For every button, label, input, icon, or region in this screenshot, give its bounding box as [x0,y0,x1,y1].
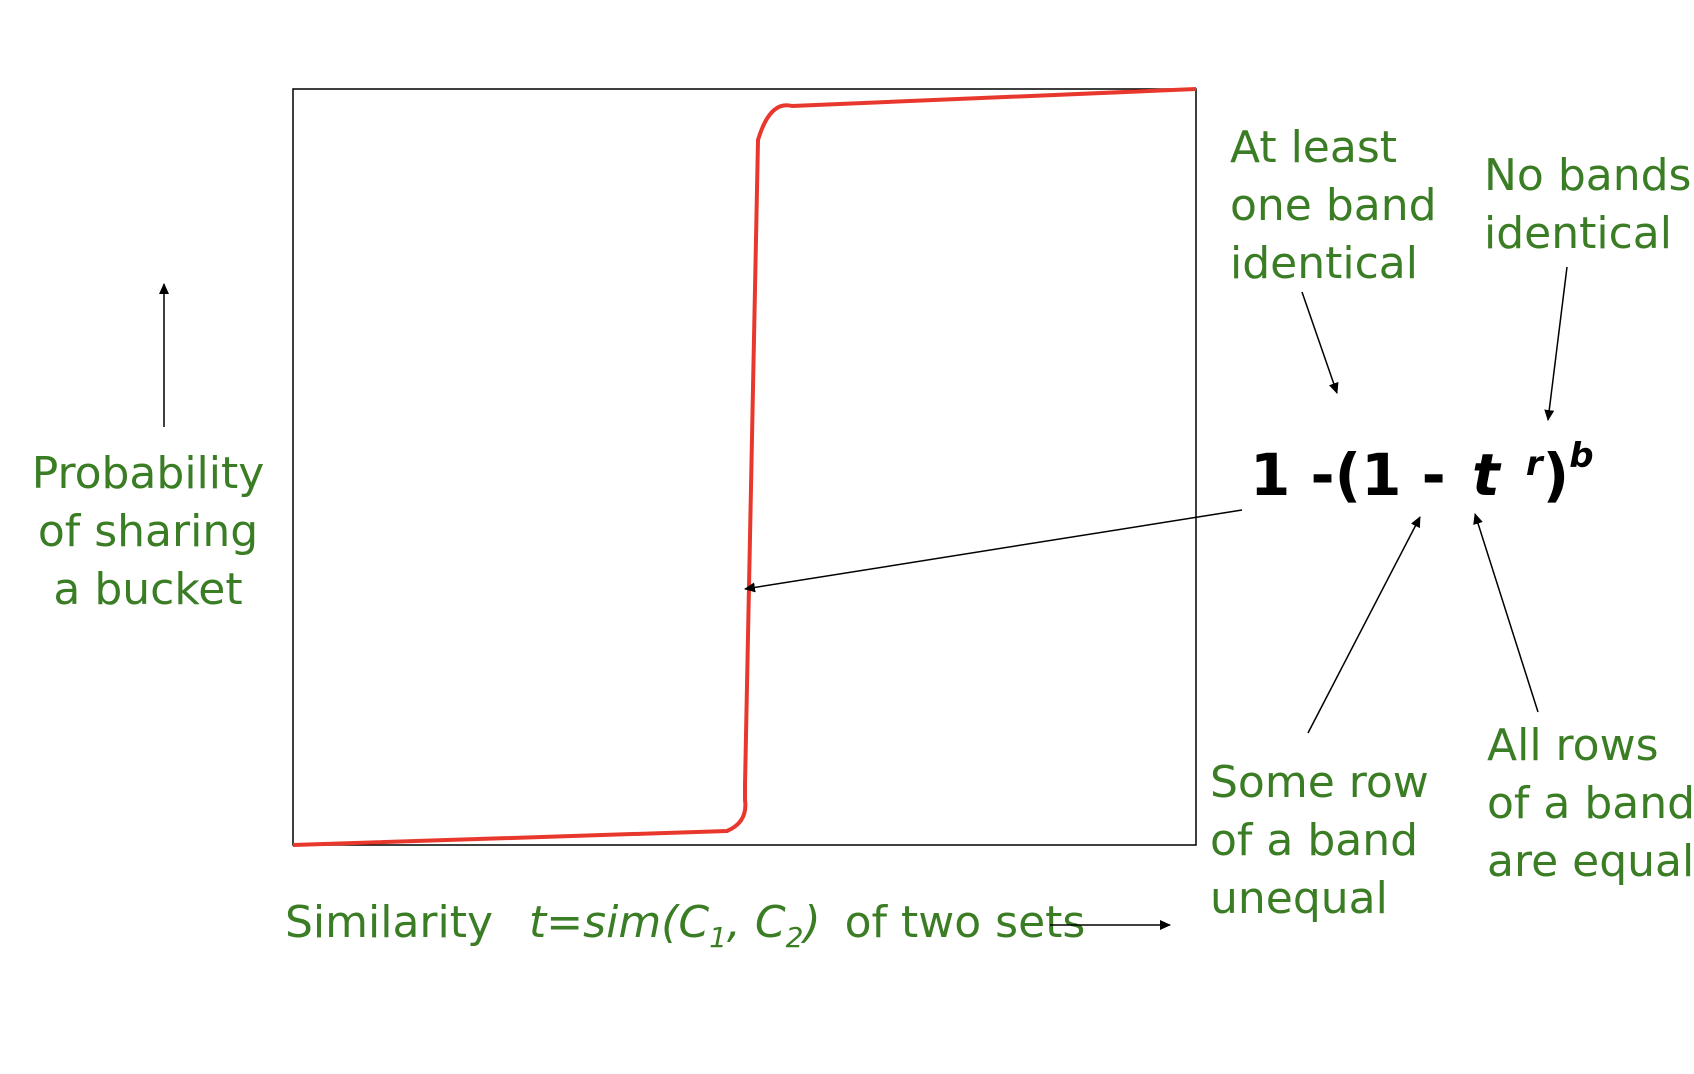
formula-exponent-r: r [1526,444,1545,484]
y-axis-label-line-3: a bucket [53,564,242,615]
y-axis-label-line-2: of sharing [38,506,258,557]
annotation-no-bands-line-1: No bands [1484,150,1691,201]
arrow-all-rows [1473,513,1539,713]
y-axis-label-line-1: Probability [32,448,265,499]
arrow-at-least-one [1301,291,1339,394]
annotation-no-bands-line-2: identical [1484,208,1672,259]
annotation-at-least-line-1: At least [1230,122,1397,173]
formula-close-paren: ) [1543,441,1570,509]
arrow-some-row [1307,516,1421,734]
annotation-all-rows-line-3: are equal [1487,836,1694,887]
x-label-close-paren: ) [800,897,820,948]
annotation-all-rows-equal: All rows of a band are equal [1487,720,1694,887]
formula-exponent-b: b [1569,436,1593,476]
x-label-sim: t=sim(C [529,897,709,948]
formula-t: t [1472,441,1502,509]
annotation-at-least-one-band: At least one band identical [1230,122,1437,289]
formula-part-1: 1 -(1 - [1250,441,1446,509]
arrow-no-bands [1544,266,1568,421]
annotation-at-least-line-2: one band [1230,180,1437,231]
annotation-no-bands: No bands identical [1484,150,1691,259]
x-label-suffix: of two sets [845,897,1086,948]
annotation-some-row-line-3: unequal [1210,873,1388,924]
plot-frame [292,88,1197,846]
annotation-at-least-line-3: identical [1230,238,1418,289]
annotation-all-rows-line-2: of a band [1487,778,1694,829]
x-label-comma: , C [727,897,786,948]
s-curve [292,87,1197,847]
formula: 1 -(1 - t r)b [1250,436,1594,509]
x-axis-label: Similarity t=sim(C1, C2) of two sets [285,897,1085,954]
y-axis-label: Probability of sharing a bucket [32,448,265,615]
annotation-some-row-unequal: Some row of a band unequal [1210,757,1429,924]
x-label-prefix: Similarity [285,897,493,948]
arrow-formula-to-curve [744,509,1243,593]
annotation-some-row-line-1: Some row [1210,757,1429,808]
annotation-some-row-line-2: of a band [1210,815,1418,866]
annotation-all-rows-line-1: All rows [1487,720,1659,771]
x-label-sub-2: 2 [786,921,804,954]
x-label-sub-1: 1 [709,921,727,954]
